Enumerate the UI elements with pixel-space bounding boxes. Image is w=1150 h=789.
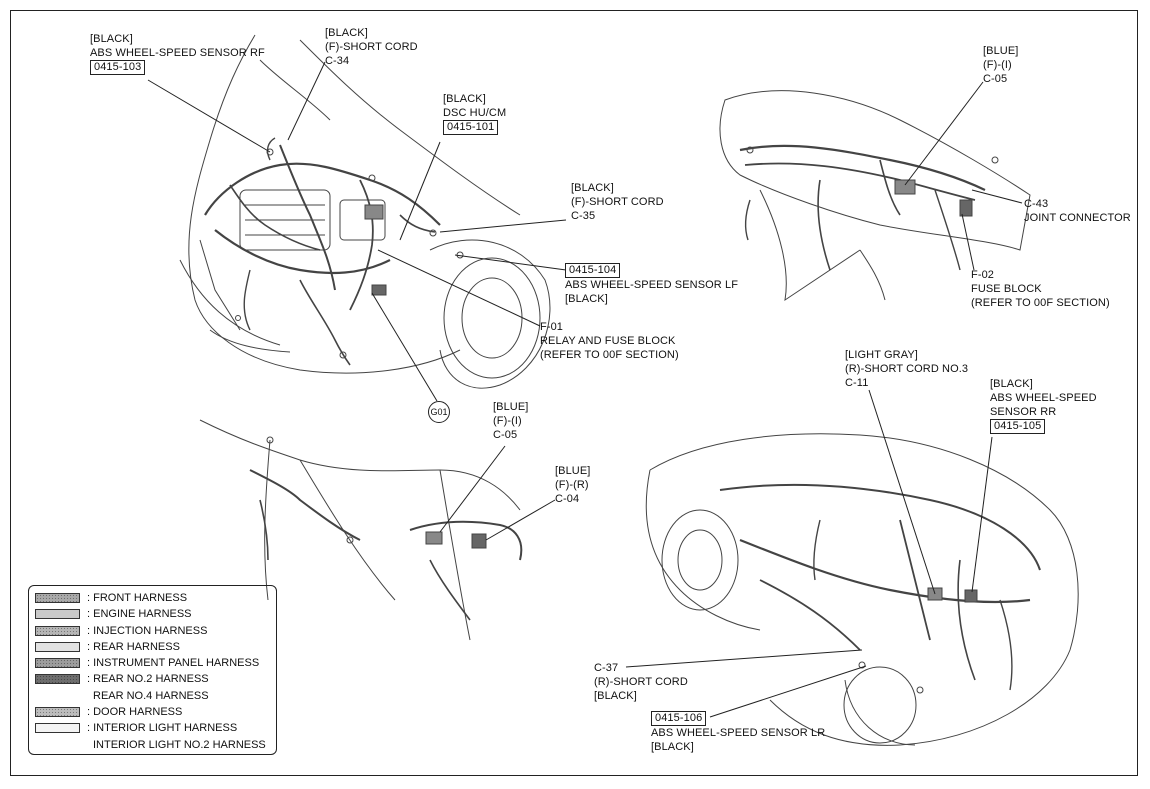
callout-c04: [BLUE] (F)-(R) C-04	[555, 464, 590, 506]
dsc-name: DSC HU/CM	[443, 107, 507, 119]
legend-swatch	[35, 723, 80, 734]
c11-code: C-11	[845, 377, 869, 389]
callout-lf: 0415-104 ABS WHEEL-SPEED SENSOR LF [BLAC…	[565, 263, 738, 306]
callout-c05-bottom: [BLUE] (F)-(I) C-05	[493, 400, 528, 442]
instrument-panel-illustration	[719, 90, 1031, 302]
c43-code: C-43	[1024, 198, 1049, 210]
legend-row: : INSTRUMENT PANEL HARNESS	[35, 655, 276, 671]
lr-color: [BLACK]	[651, 741, 694, 753]
callout-f01: F-01 RELAY AND FUSE BLOCK (REFER TO 00F …	[540, 320, 679, 362]
legend-swatch	[35, 641, 80, 652]
legend-row: : REAR NO.2 HARNESS	[35, 671, 276, 687]
legend-swatch	[35, 593, 80, 603]
legend-row: : REAR HARNESS	[35, 639, 276, 655]
interior-illustration	[199, 419, 523, 641]
f01-code: F-01	[540, 321, 564, 333]
legend-label: : DOOR HARNESS	[87, 706, 183, 719]
lf-name: ABS WHEEL-SPEED SENSOR LF	[565, 279, 739, 291]
dsc-code: 0415-101	[443, 120, 499, 135]
rear-car-illustration	[645, 433, 1079, 746]
lf-code: 0415-104	[565, 263, 621, 278]
rf-code: 0415-103	[90, 60, 146, 75]
callout-lr: 0415-106 ABS WHEEL-SPEED SENSOR LR [BLAC…	[651, 711, 825, 754]
lf-color: [BLACK]	[565, 293, 608, 305]
callout-c35: [BLACK] (F)-SHORT CORD C-35	[571, 181, 664, 223]
legend-label: : REAR NO.2 HARNESS	[87, 673, 209, 686]
rr-name-line2: SENSOR RR	[990, 406, 1057, 418]
c04-name: (F)-(R)	[555, 479, 589, 491]
c05-bottom-code: C-05	[493, 429, 518, 441]
legend-swatch	[35, 707, 80, 718]
c37-color: [BLACK]	[594, 690, 637, 702]
lr-code: 0415-106	[651, 711, 707, 726]
c11-color: [LIGHT GRAY]	[845, 349, 918, 361]
legend-label: : REAR HARNESS	[87, 640, 180, 653]
rf-color: [BLACK]	[90, 33, 133, 45]
legend-swatch	[35, 674, 80, 685]
rr-name-line1: ABS WHEEL-SPEED	[990, 392, 1097, 404]
ground-point-g01: G01	[428, 401, 450, 423]
callout-c11: [LIGHT GRAY] (R)-SHORT CORD NO.3 C-11	[845, 348, 968, 390]
legend-row: : INJECTION HARNESS	[35, 623, 276, 639]
legend-row: : ENGINE HARNESS	[35, 606, 276, 622]
legend-swatch	[35, 658, 80, 669]
callout-rf: [BLACK] ABS WHEEL-SPEED SENSOR RF 0415-1…	[90, 32, 265, 75]
callout-c05-top: [BLUE] (F)-(I) C-05	[983, 44, 1018, 86]
c43-name: JOINT CONNECTOR	[1024, 212, 1131, 224]
rf-name: ABS WHEEL-SPEED SENSOR RF	[90, 47, 265, 59]
legend-label: : INTERIOR LIGHT HARNESS	[87, 722, 238, 735]
callout-c34: [BLACK] (F)-SHORT CORD C-34	[325, 26, 418, 68]
c34-name: (F)-SHORT CORD	[325, 41, 418, 53]
legend-row: : DOOR HARNESS	[35, 704, 276, 720]
c05-top-name: (F)-(I)	[983, 59, 1012, 71]
f02-name: FUSE BLOCK	[971, 283, 1042, 295]
diagram-frame	[10, 10, 1138, 776]
legend-label: INTERIOR LIGHT NO.2 HARNESS	[93, 738, 266, 751]
legend-row: : INTERIOR LIGHT HARNESS	[35, 720, 276, 736]
legend-row: INTERIOR LIGHT NO.2 HARNESS	[35, 737, 276, 753]
legend-label: : FRONT HARNESS	[87, 592, 188, 604]
legend-swatch	[35, 625, 80, 636]
legend-label: : ENGINE HARNESS	[87, 608, 192, 621]
callout-f02: F-02 FUSE BLOCK (REFER TO 00F SECTION)	[971, 268, 1110, 310]
legend-label: : INJECTION HARNESS	[87, 624, 208, 637]
lr-name: ABS WHEEL-SPEED SENSOR LR	[651, 727, 826, 739]
c05-top-code: C-05	[983, 73, 1008, 85]
f01-name: RELAY AND FUSE BLOCK	[540, 335, 676, 347]
callout-c37: C-37 (R)-SHORT CORD [BLACK]	[594, 661, 688, 703]
harness-legend: : FRONT HARNESS : ENGINE HARNESS : INJECTI…	[28, 585, 277, 755]
rr-color: [BLACK]	[990, 378, 1033, 390]
legend-label: : INSTRUMENT PANEL HARNESS	[87, 657, 260, 670]
rr-code: 0415-105	[990, 419, 1046, 434]
callout-dsc: [BLACK] DSC HU/CM 0415-101	[443, 92, 506, 135]
legend-swatch	[35, 609, 80, 620]
c34-color: [BLACK]	[325, 27, 368, 39]
f02-code: F-02	[971, 269, 995, 281]
legend-label: REAR NO.4 HARNESS	[93, 689, 209, 702]
dsc-color: [BLACK]	[443, 93, 486, 105]
c35-color: [BLACK]	[571, 182, 614, 194]
callout-rr: [BLACK] ABS WHEEL-SPEED SENSOR RR 0415-1…	[990, 377, 1097, 434]
legend-row: REAR NO.4 HARNESS	[35, 688, 276, 704]
legend-row: : FRONT HARNESS	[35, 590, 276, 606]
c04-code: C-04	[555, 493, 580, 505]
f01-note: (REFER TO 00F SECTION)	[540, 349, 679, 361]
c34-code: C-34	[325, 55, 350, 67]
leader-lines	[147, 61, 1023, 718]
c05-top-color: [BLUE]	[983, 45, 1019, 57]
f02-note: (REFER TO 00F SECTION)	[971, 297, 1110, 309]
c05-bottom-color: [BLUE]	[493, 401, 529, 413]
engine-bay-illustration	[179, 34, 551, 389]
c05-bottom-name: (F)-(I)	[493, 415, 522, 427]
c37-code: C-37	[594, 662, 619, 674]
c11-name: (R)-SHORT CORD NO.3	[845, 363, 969, 375]
c35-name: (F)-SHORT CORD	[571, 196, 664, 208]
c04-color: [BLUE]	[555, 465, 591, 477]
c37-name: (R)-SHORT CORD	[594, 676, 688, 688]
callout-c43: C-43 JOINT CONNECTOR	[1024, 197, 1131, 225]
c35-code: C-35	[571, 210, 596, 222]
